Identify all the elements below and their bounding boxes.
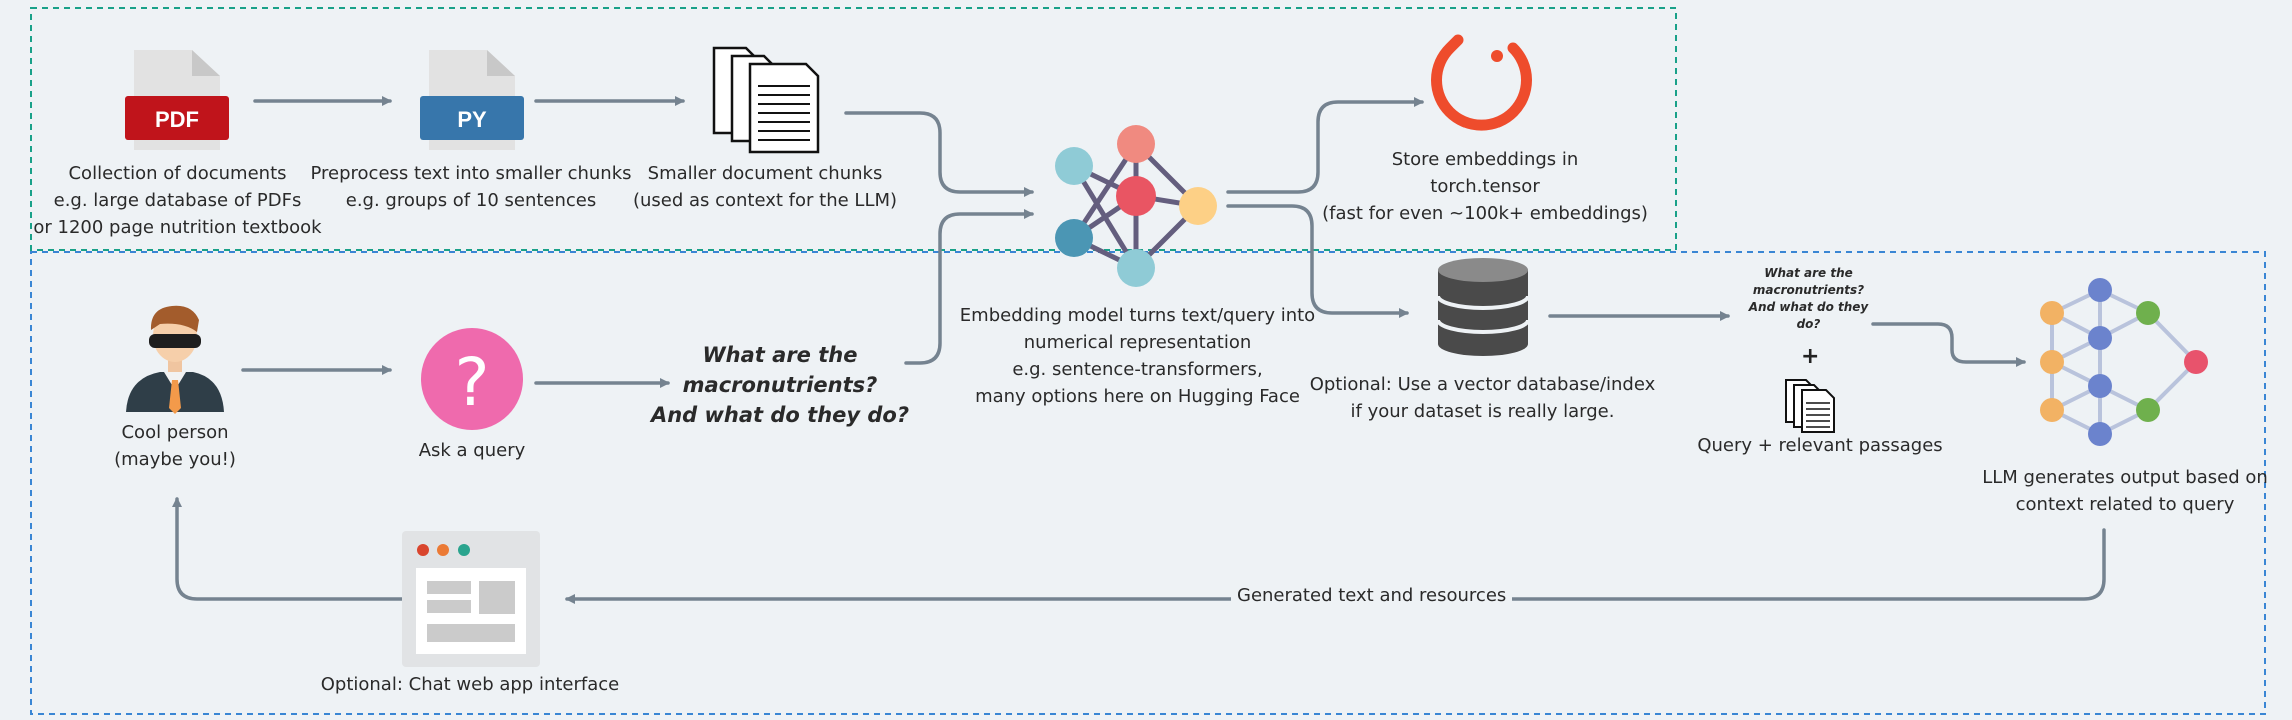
llm-line: LLM generates output based on xyxy=(1982,467,2268,488)
chunks-label: Smaller document chunks (used as context… xyxy=(620,160,910,214)
chat-app-line: Optional: Chat web app interface xyxy=(320,674,620,695)
python-file-icon: PY xyxy=(420,50,524,150)
small-query-line: What are the xyxy=(1764,266,1853,280)
passages-line: Query + relevant passages xyxy=(1697,435,1943,456)
person-label: Cool person (maybe you!) xyxy=(90,419,260,473)
py-icon-text: PY xyxy=(457,107,487,132)
ask-query-label: Ask a query xyxy=(382,437,562,464)
pytorch-logo-icon xyxy=(1431,34,1532,131)
store-embeddings-label: Store embeddings in torch.tensor (fast f… xyxy=(1310,146,1660,227)
person-line: Cool person xyxy=(121,422,229,443)
preprocess-line: Preprocess text into smaller chunks xyxy=(310,163,632,184)
query-line: macronutrients? xyxy=(682,373,878,397)
small-query-text: What are the macronutrients? And what do… xyxy=(1730,265,1887,333)
preprocess-line: e.g. groups of 10 sentences xyxy=(345,190,597,211)
person-line: (maybe you!) xyxy=(114,449,236,470)
arrow-chunks-to-embedding xyxy=(844,111,1034,197)
query-line: What are the xyxy=(702,343,858,367)
preprocess-label: Preprocess text into smaller chunks e.g.… xyxy=(300,160,642,214)
arrow-query-to-embedding xyxy=(904,209,1034,365)
pdf-file-icon: PDF xyxy=(125,50,229,150)
browser-window-icon xyxy=(402,531,540,667)
embedding-line: Embedding model turns text/query into xyxy=(959,305,1316,326)
passages-label: Query + relevant passages xyxy=(1675,432,1965,459)
ask-line: Ask a query xyxy=(418,440,526,461)
chunks-line: Smaller document chunks xyxy=(647,163,883,184)
embedding-model-label: Embedding model turns text/query into nu… xyxy=(955,302,1320,410)
arrow-embedding-to-database xyxy=(1226,204,1409,318)
arrow-llm-to-webapp xyxy=(565,528,2106,604)
pdf-icon-text: PDF xyxy=(155,107,199,132)
query-line: And what do they do? xyxy=(650,403,910,427)
collection-line: e.g. large database of PDFs xyxy=(53,190,302,211)
small-query-line: macronutrients? xyxy=(1752,283,1865,297)
database-icon xyxy=(1436,258,1530,356)
embedding-network-icon xyxy=(1055,125,1217,287)
arrow-embedding-to-torch xyxy=(1226,97,1424,194)
plus-sign: + xyxy=(1801,344,1820,369)
indexing-section-box xyxy=(30,7,1677,251)
cool-person-icon xyxy=(126,305,224,414)
small-query-line: And what do they xyxy=(1748,300,1869,314)
chat-app-label: Optional: Chat web app interface xyxy=(300,671,640,698)
generated-text-label: Generated text and resources xyxy=(1231,585,1513,606)
chunks-line: (used as context for the LLM) xyxy=(632,190,898,211)
embedding-line: many options here on Hugging Face xyxy=(975,386,1300,407)
embedding-line: numerical representation xyxy=(1023,332,1252,353)
query-icon-text: ? xyxy=(454,344,489,421)
passage-documents-icon xyxy=(1785,379,1835,433)
document-stack-icon xyxy=(712,46,820,154)
arrow-passages-to-llm xyxy=(1871,322,2026,367)
store-line: (fast for even ~100k+ embeddings) xyxy=(1322,203,1648,224)
arrow-webapp-to-person xyxy=(172,497,404,601)
vector-db-line: if your dataset is really large. xyxy=(1350,401,1615,422)
vector-database-label: Optional: Use a vector database/index if… xyxy=(1300,371,1665,425)
llm-label: LLM generates output based on context re… xyxy=(1960,464,2290,518)
query-section-box xyxy=(30,251,2266,715)
store-line: torch.tensor xyxy=(1430,176,1540,197)
question-mark-icon: ? xyxy=(421,328,523,430)
collection-line: or 1200 page nutrition textbook xyxy=(33,217,322,238)
example-query-text: What are the macronutrients? And what do… xyxy=(640,340,920,430)
collection-line: Collection of documents xyxy=(68,163,287,184)
llm-line: context related to query xyxy=(2015,494,2235,515)
vector-db-line: Optional: Use a vector database/index xyxy=(1309,374,1656,395)
store-line: Store embeddings in xyxy=(1391,149,1579,170)
collection-label: Collection of documents e.g. large datab… xyxy=(20,160,335,241)
small-query-line: do? xyxy=(1796,317,1821,331)
embedding-line: e.g. sentence-transformers, xyxy=(1012,359,1263,380)
llm-network-icon xyxy=(2040,278,2208,446)
